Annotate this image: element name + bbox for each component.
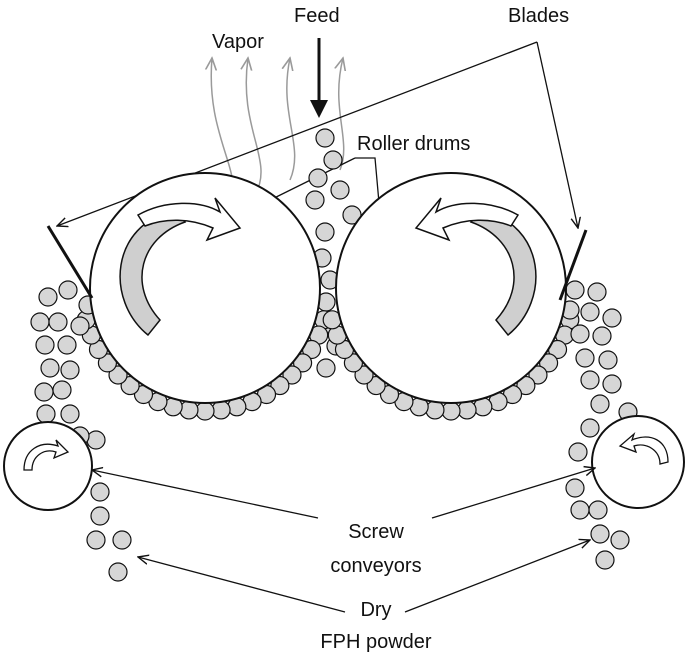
screw-conveyor-right xyxy=(591,415,685,509)
label-fph-powder: FPH powder xyxy=(320,631,431,653)
label-screw: Screw xyxy=(348,521,404,543)
particle xyxy=(602,374,622,394)
particle xyxy=(315,222,335,242)
label-dry: Dry xyxy=(360,599,391,621)
particle xyxy=(282,365,302,385)
particle xyxy=(179,400,199,420)
particle xyxy=(90,506,110,526)
particle xyxy=(528,365,548,385)
particle xyxy=(30,312,50,332)
vapor-line-2 xyxy=(246,58,262,196)
particle xyxy=(457,400,477,420)
particle xyxy=(580,302,600,322)
curved-arrow-icon xyxy=(119,197,242,337)
label-blades: Blades xyxy=(508,5,569,27)
particle xyxy=(60,404,80,424)
particle xyxy=(588,500,608,520)
particle xyxy=(570,324,590,344)
particle xyxy=(86,530,106,550)
particle xyxy=(610,530,630,550)
particle xyxy=(592,326,612,346)
particle xyxy=(354,365,374,385)
label-roller-drums: Roller drums xyxy=(357,133,470,155)
particle xyxy=(425,400,445,420)
particle xyxy=(568,442,588,462)
label-vapor: Vapor xyxy=(212,31,264,53)
particle xyxy=(570,500,590,520)
particle xyxy=(57,335,77,355)
particle xyxy=(35,335,55,355)
particle xyxy=(90,482,110,502)
particle xyxy=(595,550,615,570)
particle xyxy=(598,350,618,370)
feed-arrow xyxy=(310,38,328,118)
particle xyxy=(565,280,585,300)
particle xyxy=(86,430,106,450)
label-feed: Feed xyxy=(294,5,340,27)
drum-pointer-right xyxy=(355,157,380,214)
particle xyxy=(52,380,72,400)
screw-conveyor-left xyxy=(3,421,93,511)
blade-left xyxy=(46,225,94,299)
particle xyxy=(441,401,461,421)
particle xyxy=(60,360,80,380)
label-conveyors: conveyors xyxy=(330,555,421,577)
vapor-line-3 xyxy=(287,58,296,181)
curved-arrow-icon xyxy=(23,439,70,471)
particle xyxy=(34,382,54,402)
particle xyxy=(305,190,325,210)
particle xyxy=(580,418,600,438)
particle xyxy=(565,478,585,498)
particle xyxy=(330,180,350,200)
particle xyxy=(590,394,610,414)
particle xyxy=(580,370,600,390)
bottom-pointer-lines xyxy=(92,468,595,613)
vapor-line-4 xyxy=(339,58,344,171)
particle xyxy=(590,524,610,544)
particle xyxy=(195,401,215,421)
blade-right xyxy=(558,229,588,301)
particle xyxy=(48,312,68,332)
powder-particles xyxy=(30,128,638,582)
particle xyxy=(108,365,128,385)
curved-arrow-icon xyxy=(618,431,669,465)
particle xyxy=(323,150,343,170)
particle xyxy=(315,128,335,148)
particle xyxy=(211,400,231,420)
particle xyxy=(308,168,328,188)
curved-arrow-icon xyxy=(414,197,537,337)
particle xyxy=(602,308,622,328)
particle xyxy=(112,530,132,550)
particle xyxy=(40,358,60,378)
particle xyxy=(108,562,128,582)
blade-pointer-right xyxy=(536,41,578,228)
particle xyxy=(36,404,56,424)
particle xyxy=(58,280,78,300)
particle xyxy=(575,348,595,368)
particle xyxy=(316,358,336,378)
particle xyxy=(587,282,607,302)
particle xyxy=(38,287,58,307)
particle xyxy=(70,316,90,336)
